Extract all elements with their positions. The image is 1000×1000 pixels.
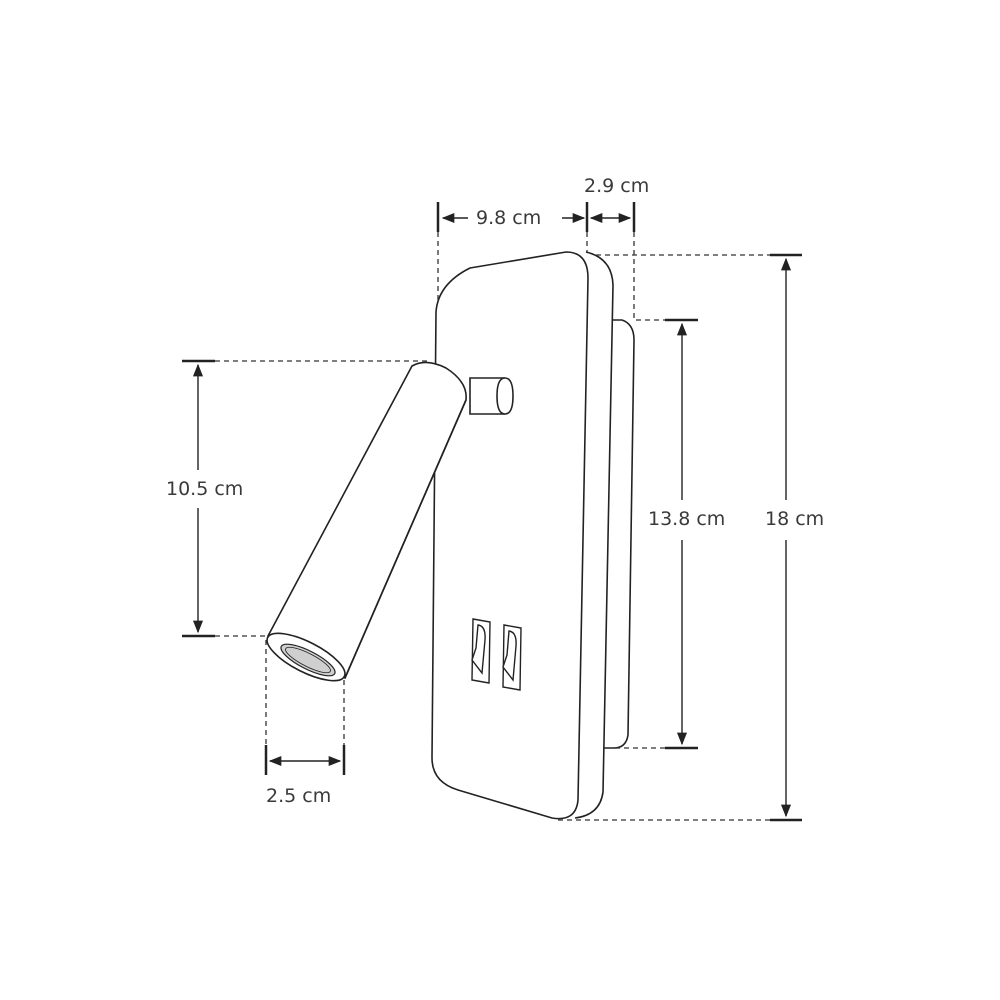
extension-lines <box>215 232 770 821</box>
switch-2 <box>502 624 522 691</box>
dimension-label-head-diameter: 2.5 cm <box>266 785 332 807</box>
front-plate <box>431 251 589 820</box>
dimension-label-arm-height: 10.5 cm <box>166 478 244 500</box>
dimension-label-total-height: 18 cm <box>765 508 825 530</box>
lamp-head <box>266 632 346 682</box>
switch-1 <box>471 618 491 684</box>
lamp-tube <box>266 361 467 680</box>
dimension-label-plate-depth: 2.9 cm <box>584 175 650 197</box>
dimension-label-base-depth: 9.8 cm <box>476 207 542 229</box>
plate-side <box>574 251 614 819</box>
dimension-label-back-plate-height: 13.8 cm <box>648 508 726 530</box>
arm-pivot <box>469 377 514 415</box>
dimension-lines <box>182 202 802 822</box>
back-plate <box>604 319 635 749</box>
